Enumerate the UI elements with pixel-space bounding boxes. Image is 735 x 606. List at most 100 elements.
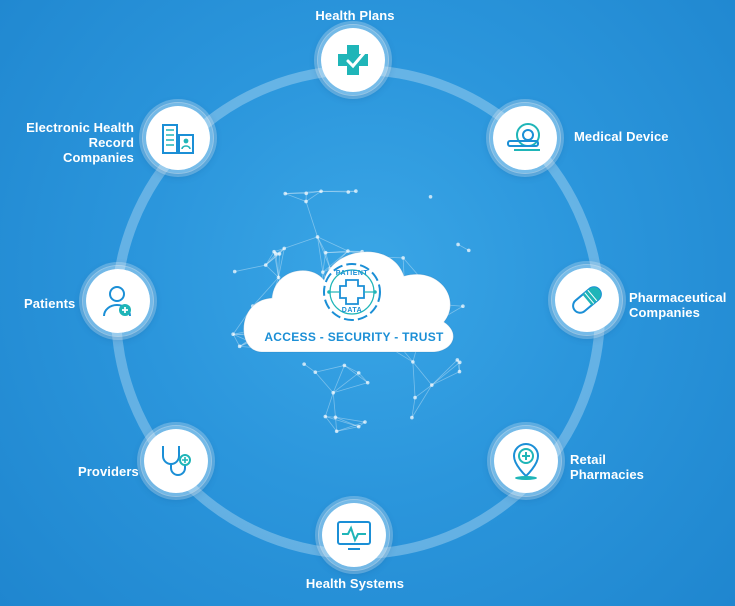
mesh-node [263, 263, 268, 267]
mesh-node [313, 370, 318, 375]
mesh-line [335, 417, 338, 432]
mesh-node [401, 256, 405, 260]
mesh-line [332, 365, 345, 393]
mesh-line [456, 359, 460, 372]
mesh-line [358, 372, 369, 383]
mesh-node [304, 191, 309, 196]
node-ehr-companies [142, 102, 214, 174]
mesh-line [325, 252, 331, 269]
mesh-line [335, 416, 366, 423]
node-medical-device [489, 102, 561, 174]
label-medical-device: Medical Device [574, 129, 669, 144]
mesh-node [334, 429, 339, 434]
mesh-line [285, 193, 307, 202]
mesh-line [332, 392, 336, 418]
cloud-tagline: ACCESS - SECURITY - TRUST [264, 330, 444, 344]
mesh-line [322, 252, 327, 273]
mesh-line [336, 426, 359, 432]
mesh-line [234, 264, 266, 272]
mesh-node [363, 420, 367, 424]
mesh-line [252, 277, 279, 307]
pharmacy-location-pin-icon [512, 442, 540, 480]
mesh-line [431, 371, 460, 386]
mri-scanner-icon [507, 123, 540, 151]
pill-capsule-icon [572, 286, 602, 314]
mesh-line [325, 416, 359, 427]
mesh-line [336, 421, 366, 432]
mesh-line [321, 190, 349, 193]
label-health-plans: Health Plans [315, 8, 395, 23]
node-patients [82, 265, 154, 337]
mesh-line [324, 392, 334, 417]
mesh-node [455, 358, 460, 362]
mesh-line [344, 365, 368, 383]
mesh-line [325, 416, 337, 432]
mesh-node [346, 249, 350, 253]
mesh-line [303, 363, 316, 373]
node-health-plans [317, 24, 389, 96]
mesh-node [342, 363, 347, 368]
mesh-line [265, 253, 280, 266]
mesh-node [237, 344, 242, 349]
mesh-line [411, 384, 433, 418]
mesh-node [356, 424, 361, 429]
mesh-line [265, 253, 277, 266]
label-pharmaceutical-companies: Pharmaceutical Companies [629, 290, 727, 320]
mesh-node [231, 332, 235, 337]
mesh-node [457, 360, 462, 365]
mesh-node [321, 270, 325, 274]
hospital-building-icon [162, 124, 194, 154]
mesh-node [428, 194, 433, 199]
mesh-line [317, 236, 327, 253]
mesh-node [354, 189, 358, 193]
mesh-line [265, 251, 275, 266]
mesh-node [333, 415, 338, 420]
mesh-node [282, 246, 287, 251]
mesh-line [431, 359, 458, 386]
mesh-line [414, 384, 433, 398]
label-retail-pharmacies: Retail Pharmacies [570, 452, 644, 482]
patient-avatar-icon [103, 286, 131, 317]
mesh-line [232, 334, 240, 347]
medical-cross-check-icon [338, 45, 368, 75]
mesh-node [461, 304, 465, 309]
mesh-line [278, 253, 280, 278]
mesh-line [332, 372, 359, 394]
mesh-line [344, 365, 359, 374]
mesh-line [325, 250, 348, 254]
mesh-node [302, 362, 306, 366]
label-patients: Patients [24, 296, 76, 311]
node-pharmaceutical-companies [551, 264, 623, 336]
mesh-node [410, 415, 414, 420]
heart-monitor-icon [337, 521, 371, 550]
mesh-line [431, 362, 461, 386]
node-retail-pharmacies [490, 425, 562, 497]
mesh-node [356, 371, 361, 375]
mesh-line [306, 190, 322, 194]
mesh-line [265, 248, 285, 266]
mesh-node [456, 242, 460, 247]
mesh-node [466, 248, 471, 253]
mesh-node [331, 390, 336, 395]
mesh-line [275, 253, 279, 278]
mesh-line [325, 251, 363, 254]
mesh-line [278, 248, 285, 278]
stethoscope-icon [162, 446, 191, 476]
mesh-node [315, 235, 320, 239]
mesh-line [411, 397, 416, 418]
mesh-line [305, 190, 322, 202]
node-providers [140, 425, 212, 497]
mesh-line [347, 250, 363, 253]
mesh-node [276, 275, 281, 280]
label-health-systems: Health Systems [305, 576, 405, 591]
mesh-node [457, 369, 462, 374]
mesh-node [323, 250, 328, 255]
node-health-systems [318, 499, 390, 571]
mesh-line [322, 250, 349, 273]
mesh-node [232, 269, 237, 274]
mesh-line [315, 371, 334, 393]
mesh-node [365, 380, 370, 385]
mesh-node [272, 249, 276, 254]
badge-top-text: PATIENT [335, 270, 369, 277]
